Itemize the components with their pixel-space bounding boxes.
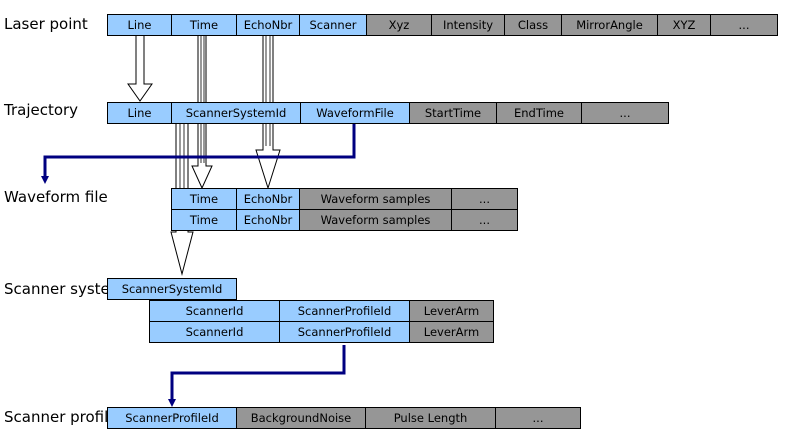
scanner-profile-field: ScannerProfileId (107, 407, 237, 429)
scanner-profile-field: ... (495, 407, 581, 429)
waveform-field: Time (171, 209, 237, 231)
trajectory-field: Line (107, 102, 172, 124)
scanner-system-field: ScannerProfileId (279, 321, 410, 343)
waveform-field: Waveform samples (299, 209, 452, 231)
laser-point-field: Scanner (299, 14, 367, 36)
trajectory-field: WaveformFile (300, 102, 410, 124)
scanner-system-header: ScannerSystemId (107, 278, 237, 300)
waveform-field: ... (451, 188, 518, 210)
laser-point-field: Time (171, 14, 237, 36)
waveformfile-link-arrow (41, 123, 356, 184)
scannerprofileid-link-arrow (168, 345, 346, 407)
scanner-system-field: ScannerProfileId (279, 300, 410, 322)
scanner-profile-field: Pulse Length (365, 407, 496, 429)
waveform-field: Waveform samples (299, 188, 452, 210)
scanner-system-field: ScannerId (149, 321, 280, 343)
waveform-field: EchoNbr (236, 188, 300, 210)
waveform-field: Time (171, 188, 237, 210)
laser-point-field: XYZ (657, 14, 711, 36)
laser-point-field: Intensity (431, 14, 505, 36)
trajectory-field: ScannerSystemId (171, 102, 301, 124)
waveform-file-label: Waveform file (4, 188, 108, 206)
laser-point-field: Xyz (366, 14, 432, 36)
laser-point-field: MirrorAngle (561, 14, 658, 36)
waveform-field: ... (451, 209, 518, 231)
laser-point-field: Class (504, 14, 562, 36)
waveform-field: EchoNbr (236, 209, 300, 231)
laser-point-label: Laser point (4, 15, 88, 33)
scanner-system-field: LeverArm (409, 321, 494, 343)
laser-point-field: Line (107, 14, 172, 36)
line-to-trajectory-line-arrow (127, 34, 153, 102)
trajectory-label: Trajectory (4, 101, 79, 119)
scanner-system-field: ScannerId (149, 300, 280, 322)
trajectory-field: EndTime (496, 102, 582, 124)
scanner-profile-field: BackgroundNoise (236, 407, 366, 429)
laser-point-field: EchoNbr (236, 14, 300, 36)
trajectory-field: StartTime (409, 102, 497, 124)
trajectory-field: ... (581, 102, 669, 124)
laser-point-field: ... (710, 14, 778, 36)
scanner-profile-label: Scanner profile (4, 408, 118, 426)
scanner-system-label: Scanner system (4, 280, 125, 298)
scanner-system-field: LeverArm (409, 300, 494, 322)
